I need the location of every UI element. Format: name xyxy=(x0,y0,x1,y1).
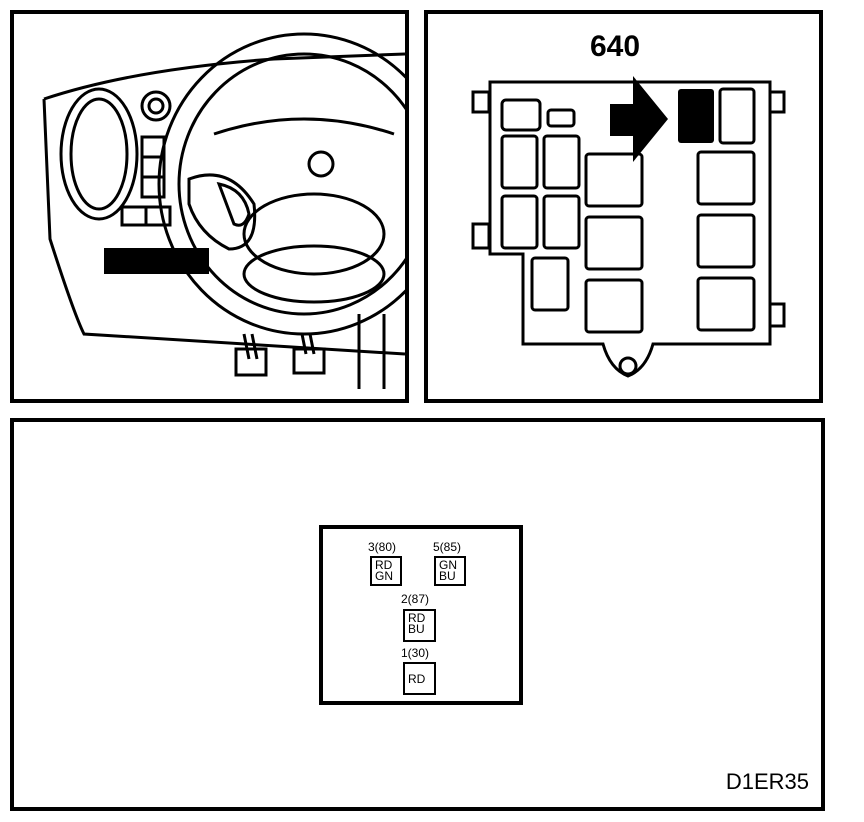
wire-color: RD xyxy=(375,558,393,572)
pin-cavity-4: RD xyxy=(403,662,436,695)
relay-number: 640 xyxy=(590,30,641,63)
wire-color: BU xyxy=(408,622,425,636)
pin-cavity-1: RD GN xyxy=(370,556,402,586)
fusebox-location-marker xyxy=(104,248,209,274)
connector-pinout-panel: 3(80) RD GN 5(85) GN BU 2(87) RD BU 1(30… xyxy=(10,418,825,811)
pointer-arrow-icon xyxy=(610,76,668,162)
dashboard-illustration xyxy=(10,10,409,403)
wire-color: GN xyxy=(375,569,393,583)
relay-640-highlight xyxy=(678,89,714,143)
pin-label-1: 3(80) xyxy=(368,540,397,554)
steering-wheel-drawing xyxy=(42,32,405,389)
fusebox-illustration: 640 xyxy=(424,10,823,403)
wire-color: GN xyxy=(439,558,457,572)
pin-label-2: 5(85) xyxy=(433,540,462,554)
wire-color: BU xyxy=(439,569,456,583)
pin-label-4: 1(30) xyxy=(401,646,430,660)
pin-cavity-2: GN BU xyxy=(434,556,466,586)
connector-face: 3(80) RD GN 5(85) GN BU 2(87) RD BU 1(30… xyxy=(319,525,523,705)
drawing-code: D1ER35 xyxy=(725,769,809,794)
wire-color: RD xyxy=(408,611,426,625)
fusebox-drawing xyxy=(471,76,786,378)
pin-label-3: 2(87) xyxy=(401,592,430,606)
wire-color: RD xyxy=(408,672,426,686)
pin-cavity-3: RD BU xyxy=(403,609,436,642)
